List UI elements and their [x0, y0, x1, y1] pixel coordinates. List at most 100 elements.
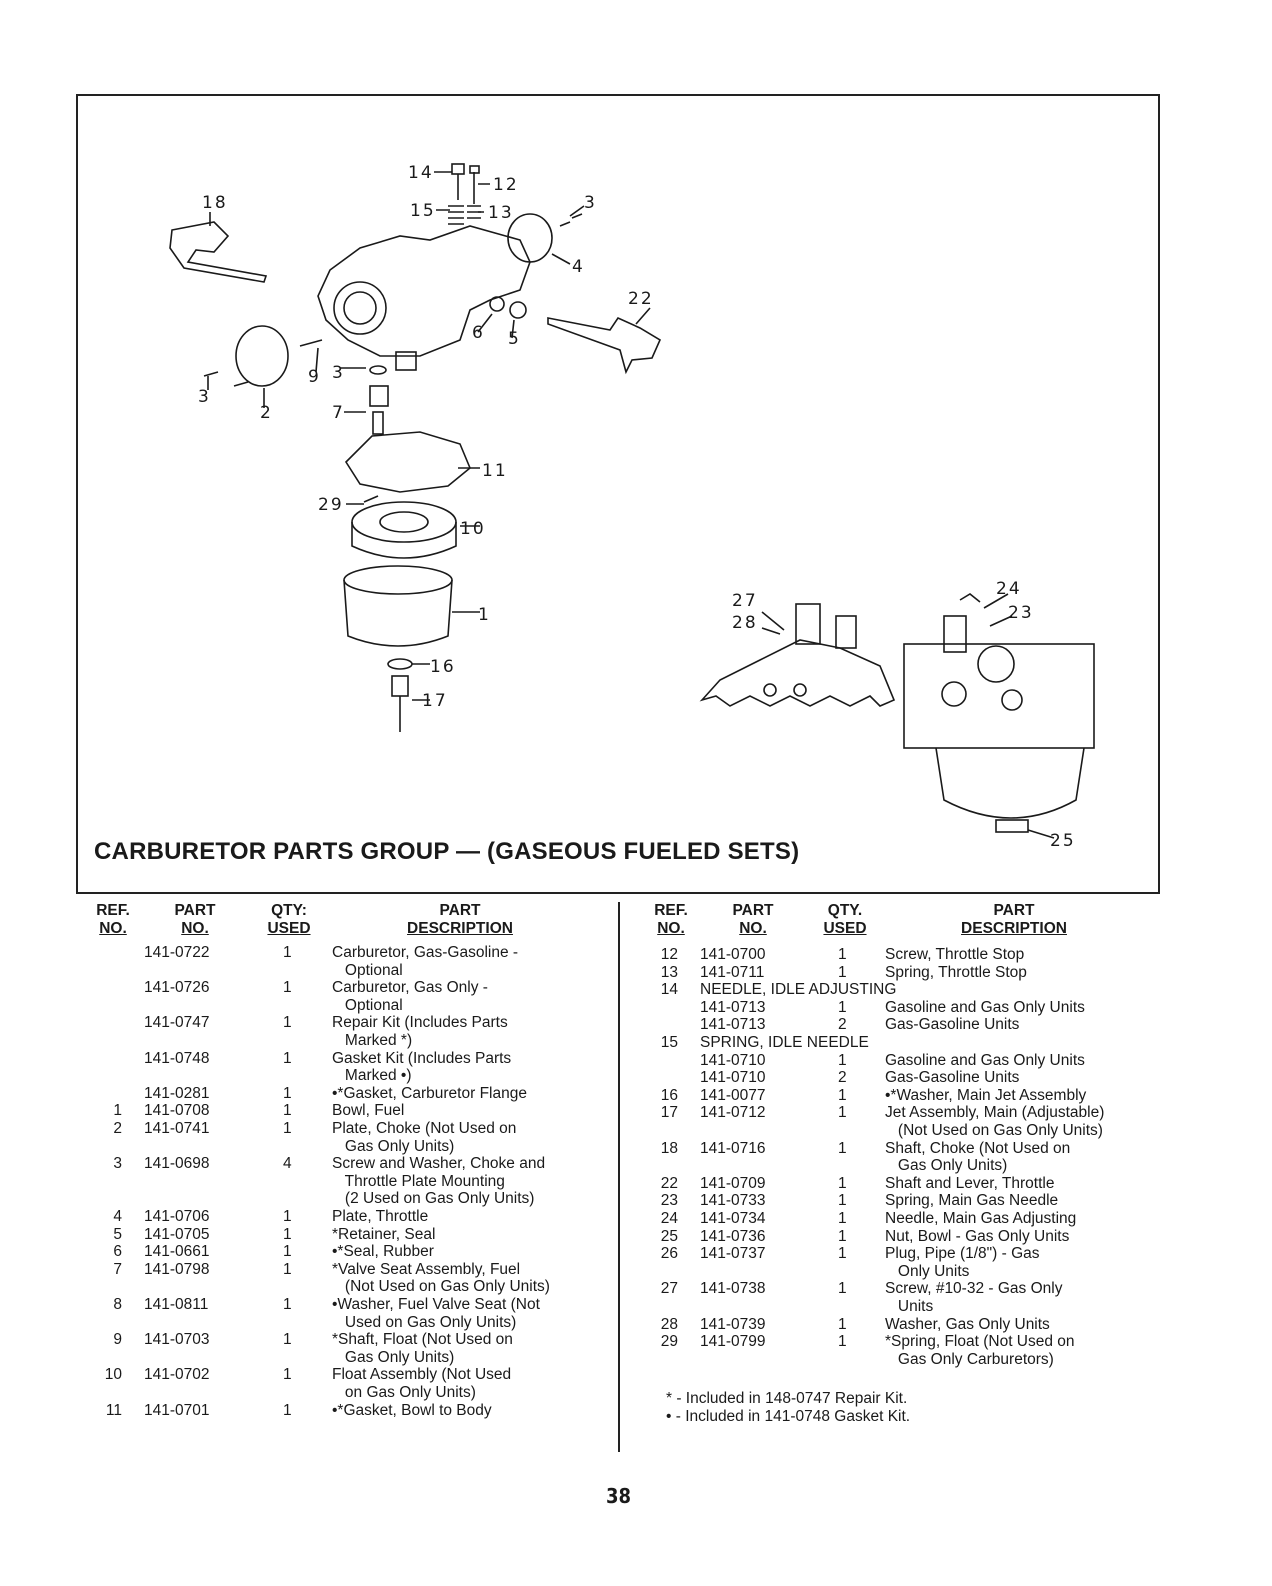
part-number: 141-0711: [700, 963, 765, 981]
callout-13: 13: [488, 203, 514, 223]
part-22-throttle-shaft: [547, 316, 662, 375]
part-description: Screw, #10-32 - Gas Only: [885, 1280, 1063, 1298]
part-24-needle: [959, 593, 981, 603]
callout-16: 16: [430, 657, 456, 677]
part-number: 141-0811: [144, 1296, 209, 1313]
part-18-choke-shaft: [169, 221, 268, 283]
qty-used: 1: [838, 1280, 847, 1298]
part-description: Gasoline and Gas Only Units: [885, 1051, 1085, 1069]
callout-28: 28: [732, 613, 758, 633]
exploded-parts-diagram: 14 12 18 15 13 3 4 22 6 5 9 3 3 2 7 11 2…: [169, 163, 1095, 851]
part-3-screws-right: [559, 213, 583, 227]
callout-9: 9: [308, 367, 321, 387]
part-description: Marked •): [332, 1067, 412, 1085]
ref-number: 22: [660, 1174, 678, 1192]
part-12-screw-head: [469, 165, 480, 174]
ref-number: 15: [660, 1034, 678, 1051]
part-number: 141-0798: [144, 1260, 210, 1278]
column-divider: [618, 902, 620, 1452]
part-2-choke-plate: [235, 325, 289, 387]
part-number: 141-0708: [144, 1102, 210, 1120]
callout-27: 27: [732, 591, 758, 611]
callout-17: 17: [422, 691, 448, 711]
callout-10: 10: [460, 519, 486, 539]
part-description: Plug, Pipe (1/8") - Gas: [885, 1245, 1040, 1263]
ref-number: 18: [660, 1139, 678, 1157]
callout-22: 22: [628, 289, 654, 309]
qty-used: 1: [283, 1225, 292, 1243]
callout-12: 12: [493, 175, 519, 195]
part-description: *Spring, Float (Not Used on: [885, 1333, 1075, 1351]
part-23-spring-side: [795, 603, 821, 645]
section-title: CARBURETOR PARTS GROUP — (GASEOUS FUELED…: [94, 838, 800, 865]
qty-used: 1: [838, 1210, 847, 1227]
part-3-screws-left: [203, 371, 249, 387]
part-description: Gas Only Units): [332, 1137, 455, 1155]
part-7-valve-seat: [369, 385, 389, 407]
ref-number: 28: [660, 1315, 678, 1333]
qty-used: 1: [283, 1243, 292, 1261]
qty-used: 1: [838, 946, 847, 963]
part-description: Washer, Gas Only Units: [885, 1315, 1050, 1333]
part-description: Spring, Throttle Stop: [885, 963, 1027, 981]
body-nozzle: [395, 351, 417, 371]
part-number: 141-0739: [700, 1315, 766, 1333]
part-number: 141-0712: [700, 1104, 766, 1122]
part-number: NEEDLE, IDLE ADJUSTING: [700, 981, 897, 999]
part-description: *Shaft, Float (Not Used on: [332, 1331, 513, 1349]
part-description: •*Seal, Rubber: [332, 1243, 434, 1261]
part-description: Gas Only Units): [885, 1157, 1008, 1175]
part-description: Gas Only Units): [332, 1348, 455, 1366]
callout-3c: 3: [198, 387, 211, 407]
qty-used: 1: [283, 979, 292, 997]
callout-23: 23: [1008, 603, 1034, 623]
part-14-screw-head: [451, 163, 465, 175]
carburetor-body: [317, 225, 531, 357]
ref-number: 3: [113, 1155, 122, 1173]
part-description: •*Gasket, Carburetor Flange: [332, 1084, 527, 1102]
qty-used: 1: [283, 1084, 292, 1102]
page-number: 38: [606, 1484, 632, 1508]
callout-3b: 3: [332, 363, 345, 383]
qty-used: 1: [838, 1227, 847, 1245]
ref-number: 12: [660, 946, 678, 963]
callout-1: 1: [478, 605, 491, 625]
note-gasket-kit: • - Included in 141-0748 Gasket Kit.: [666, 1408, 911, 1425]
part-1-bowl-body: [343, 579, 453, 647]
ref-number: 24: [660, 1210, 678, 1227]
qty-used: 1: [838, 1174, 847, 1192]
qty-used: 2: [838, 1069, 847, 1087]
part-number: 141-0734: [700, 1210, 766, 1227]
part-description: Spring, Main Gas Needle: [885, 1192, 1059, 1210]
part-description: Carburetor, Gas-Gasoline -: [332, 944, 519, 961]
qty-used: 1: [838, 1315, 847, 1333]
side-view-body: [699, 639, 896, 707]
part-description: *Retainer, Seal: [332, 1225, 436, 1243]
ref-number: 27: [660, 1280, 678, 1298]
part-description: Shaft and Lever, Throttle: [885, 1174, 1055, 1192]
qty-used: 1: [283, 1366, 292, 1384]
part-number: 141-0698: [144, 1155, 210, 1173]
part-4-throttle-plate: [507, 213, 553, 263]
callout-4: 4: [572, 257, 585, 277]
qty-used: 1: [283, 1049, 292, 1067]
qty-used: 1: [283, 1208, 292, 1225]
qty-used: 1: [283, 1120, 292, 1137]
part-10-float-body: [351, 522, 457, 559]
part-11-gasket: [344, 431, 471, 493]
ref-number: 6: [113, 1243, 122, 1261]
ref-number: 13: [660, 963, 678, 981]
part-description: Marked *): [332, 1032, 413, 1049]
part-number: 141-0748: [144, 1049, 210, 1067]
qty-used: 1: [838, 1104, 847, 1122]
carburetor-throat: [333, 281, 387, 335]
part-description: Only Units: [885, 1262, 970, 1280]
callout-24: 24: [996, 579, 1022, 599]
part-description: Optional: [332, 961, 403, 979]
note-repair-kit: * - Included in 148-0747 Repair Kit.: [666, 1390, 908, 1407]
part-number: 141-0701: [144, 1401, 210, 1419]
part-description: Used on Gas Only Units): [332, 1313, 517, 1331]
ref-number: 29: [660, 1333, 678, 1351]
header-qty: QTY:USED: [267, 902, 311, 937]
